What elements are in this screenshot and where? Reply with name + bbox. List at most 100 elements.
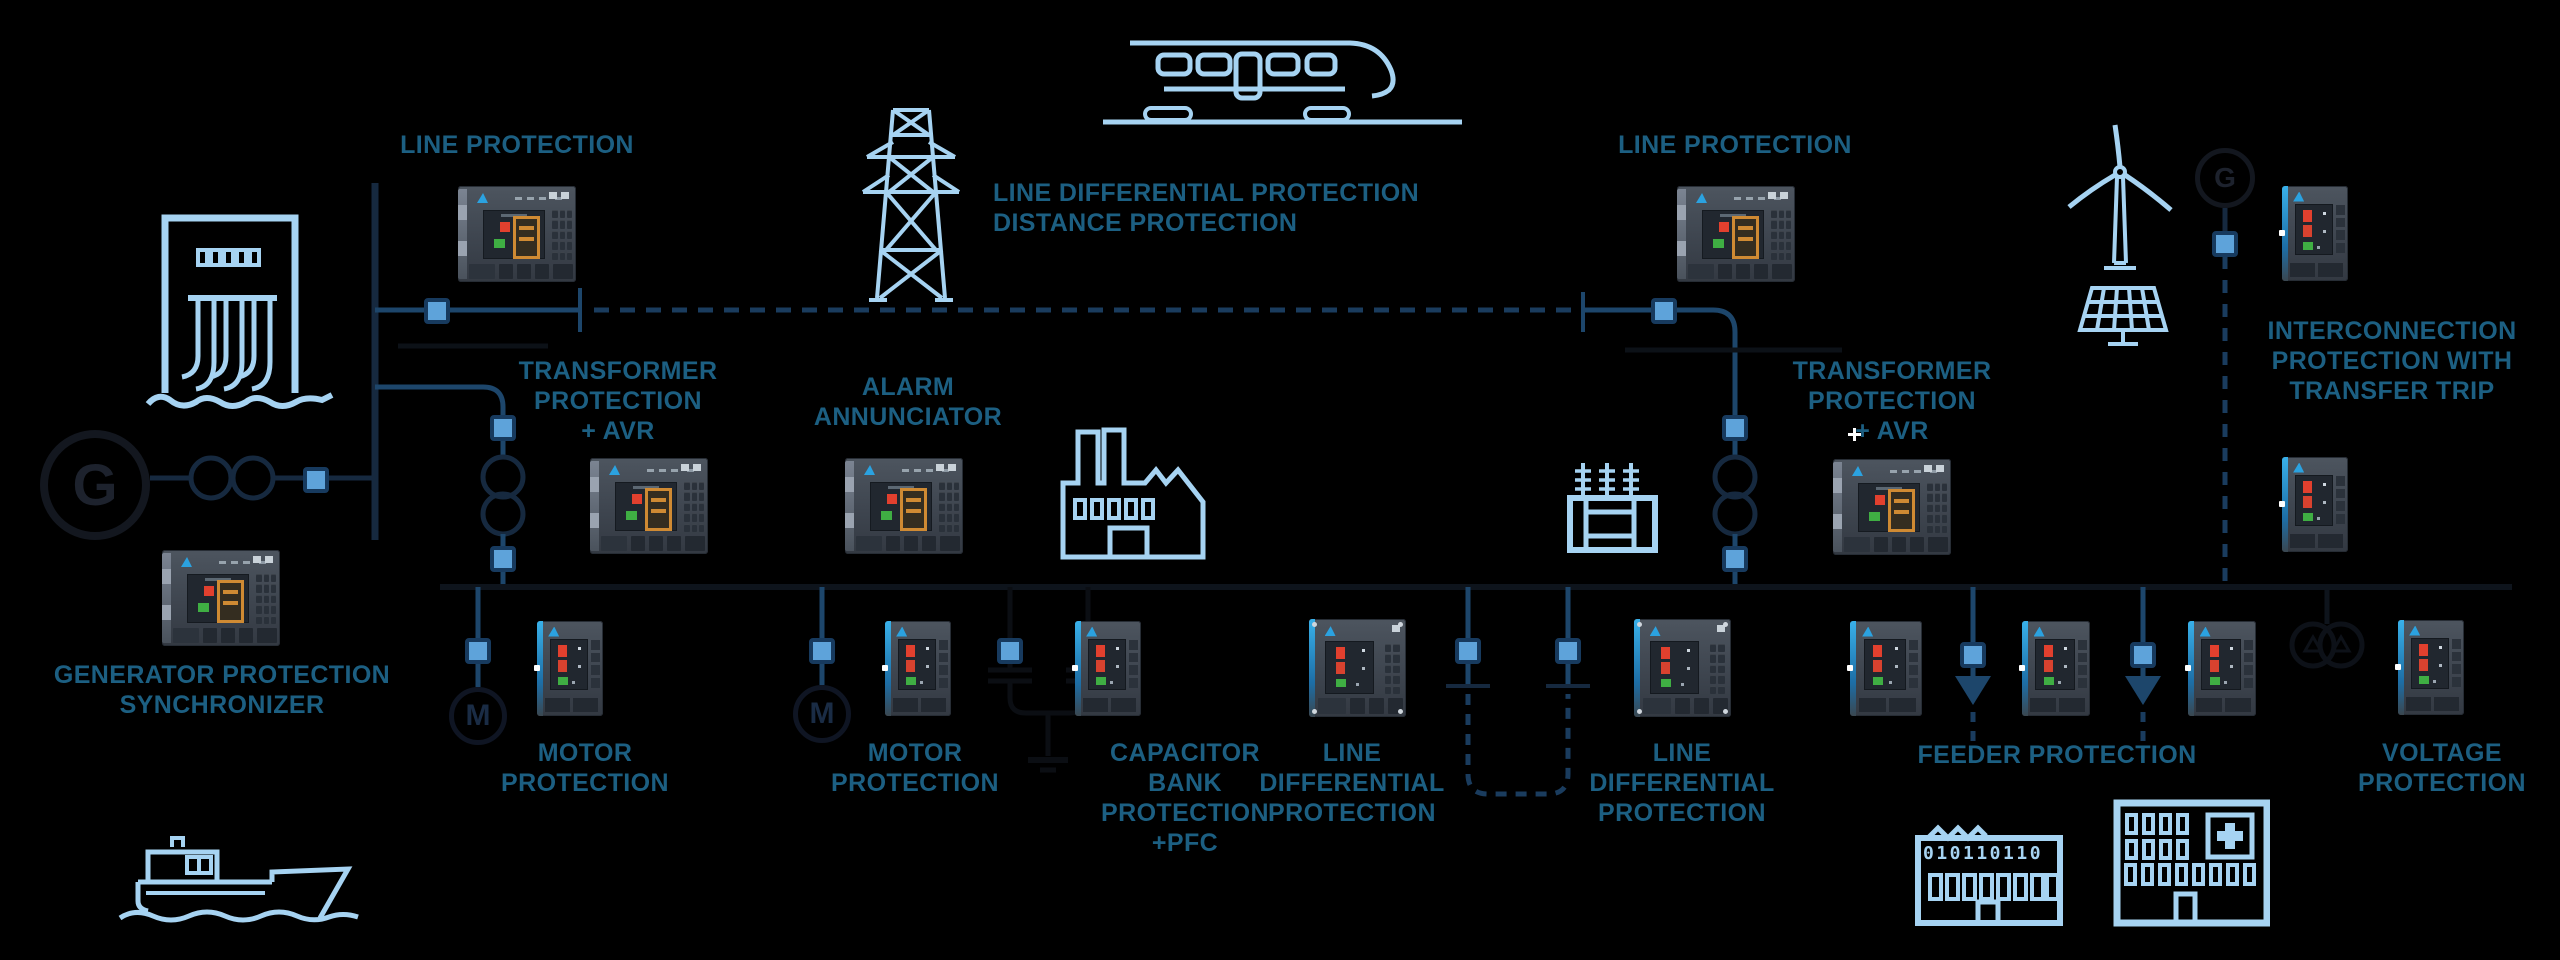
brand-logo-icon xyxy=(1851,465,1863,476)
line-differential-comm-link xyxy=(1446,587,1590,797)
motor-symbol: M xyxy=(793,685,851,743)
label-line-protection-left: LINE PROTECTION xyxy=(400,131,634,159)
label-generator-protection: GENERATOR PROTECTION SYNCHRONIZER xyxy=(53,661,391,719)
relay-screen xyxy=(614,482,677,532)
relay-feeder-2 xyxy=(2019,621,2090,716)
relay-ports xyxy=(2336,476,2345,524)
relay-blue-stripe xyxy=(2282,186,2288,281)
relay-terminals xyxy=(2405,696,2459,712)
label-line-protection-right: LINE PROTECTION xyxy=(1618,131,1852,159)
relay-top-bar xyxy=(893,625,947,637)
transformer-symbol xyxy=(1712,491,1758,537)
relay-top-bar xyxy=(603,463,703,477)
relay-terminals xyxy=(892,697,946,713)
red-led xyxy=(2302,495,2312,508)
node-square xyxy=(424,298,450,324)
relay-keypad xyxy=(1709,643,1726,695)
screen-title xyxy=(632,486,660,490)
red-led xyxy=(1719,221,1729,232)
red-led xyxy=(1872,659,1882,672)
relay-top-bar xyxy=(2030,625,2086,637)
relay-mount-flange xyxy=(458,188,467,280)
relay-capacitor-bank xyxy=(1072,621,1141,716)
relay-keypad xyxy=(1927,483,1948,533)
relay-blue-stripe xyxy=(1634,619,1640,717)
relay-mount-flange xyxy=(845,460,854,552)
relay-top-bar xyxy=(1859,625,1918,637)
relay-feeder-1 xyxy=(1847,621,1922,716)
relay-top-bar xyxy=(2196,625,2252,637)
ship-icon xyxy=(118,836,359,923)
node-square xyxy=(1722,546,1748,572)
relay-blue-stripe xyxy=(2022,621,2028,716)
solar-panel-icon xyxy=(2077,286,2169,346)
green-led xyxy=(625,511,637,521)
relay-screen xyxy=(1650,640,1700,694)
brand-logo-icon xyxy=(180,556,192,567)
green-led xyxy=(1712,239,1724,249)
brand-logo-icon xyxy=(1324,626,1336,637)
relay-mount-flange xyxy=(590,460,599,552)
relay-blue-stripe xyxy=(1075,621,1081,716)
generator-letter: G xyxy=(72,452,118,518)
glint xyxy=(2019,664,2025,671)
relay-top-bar xyxy=(2290,190,2344,202)
red-led xyxy=(2209,659,2219,672)
brand-logo-icon xyxy=(2409,625,2421,636)
node-square xyxy=(2212,231,2238,257)
label-line-differential-2: LINE DIFFERENTIAL PROTECTION xyxy=(1589,739,1775,827)
relay-top-text xyxy=(647,469,655,473)
green-led xyxy=(557,676,568,685)
node-square xyxy=(1722,415,1748,441)
screen-title xyxy=(1719,214,1747,218)
transformer-symbol xyxy=(480,491,526,537)
relay-ports xyxy=(2243,640,2253,688)
cross-icon xyxy=(2217,831,2243,841)
green-led xyxy=(2302,241,2313,250)
relay-keypad xyxy=(1771,210,1792,260)
label-alarm-annunciator: ALARM ANNUNCIATOR xyxy=(813,373,1003,431)
relay-indicator xyxy=(561,192,570,200)
down-arrow xyxy=(2125,676,2161,705)
green-led xyxy=(905,676,916,685)
glint xyxy=(1072,664,1078,671)
red-led xyxy=(2302,209,2312,222)
node-square xyxy=(1555,638,1581,664)
relay-screen xyxy=(1701,210,1764,260)
red-led xyxy=(905,659,915,672)
brand-logo-icon xyxy=(2293,462,2305,473)
green-led xyxy=(2302,512,2313,521)
relay-indicator xyxy=(936,464,945,472)
relay-screen xyxy=(2294,204,2334,256)
relay-top-bar xyxy=(1846,464,1946,478)
green-led xyxy=(493,239,505,249)
node-square xyxy=(997,638,1023,664)
bus-and-wires xyxy=(150,183,2512,797)
relay-terminals xyxy=(1843,536,1948,553)
red-led xyxy=(1095,659,1105,672)
label-transformer-avr-left: TRANSFORMER PROTECTION + AVR xyxy=(518,357,718,445)
node-square xyxy=(465,638,491,664)
brand-logo-icon xyxy=(2293,191,2305,202)
brand-logo-icon xyxy=(608,464,620,475)
factory-icon xyxy=(1060,427,1206,560)
brand-logo-icon xyxy=(1862,626,1874,637)
relay-interconnection-top xyxy=(2279,186,2348,281)
label-line-differential-1: LINE DIFFERENTIAL PROTECTION xyxy=(1259,739,1445,827)
brand-logo-icon xyxy=(1086,626,1098,637)
green-led xyxy=(2209,676,2220,685)
relay-generator-protection xyxy=(162,550,280,646)
screen-cabinet-graphic xyxy=(1888,489,1915,532)
relay-indicator xyxy=(1768,192,1777,200)
relay-terminals xyxy=(1687,263,1792,280)
screen-cabinet-graphic xyxy=(645,488,672,531)
relay-terminals xyxy=(2289,533,2343,549)
relay-motor-1 xyxy=(534,621,603,716)
relay-interconnection-bottom xyxy=(2279,457,2348,552)
relay-screen xyxy=(482,210,545,260)
brand-logo-icon xyxy=(896,626,908,637)
red-led xyxy=(2043,659,2053,672)
relay-indicator xyxy=(1780,192,1789,200)
red-led xyxy=(2302,224,2312,237)
